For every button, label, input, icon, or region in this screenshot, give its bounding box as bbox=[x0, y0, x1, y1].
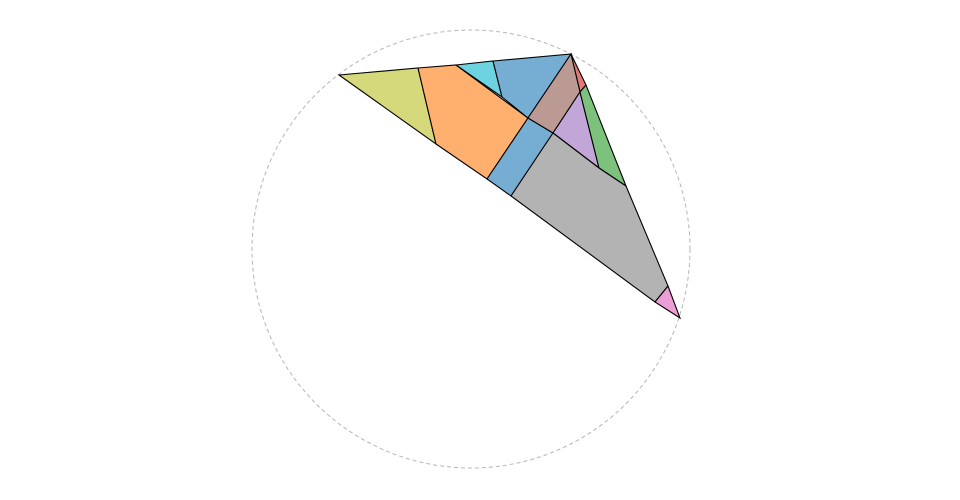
circumscribed-circle bbox=[251, 29, 691, 469]
pink-triangle-piece bbox=[654, 284, 682, 320]
